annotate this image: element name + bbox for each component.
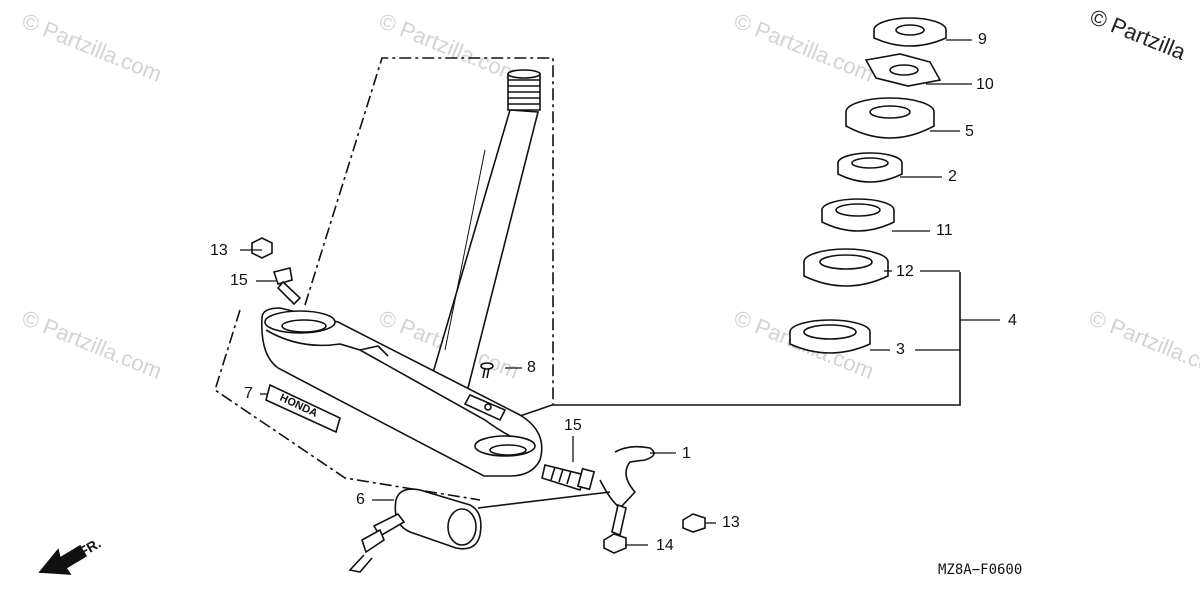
- callout-15-upper: 15: [230, 272, 248, 289]
- callout-leaders: [240, 39, 1000, 546]
- callout-7: 7: [244, 385, 253, 402]
- callout-1: 1: [682, 445, 691, 462]
- callout-13-upper: 13: [210, 242, 228, 259]
- diagram-code: MZ8A−F0600: [938, 562, 1023, 578]
- bottom-bridge: [261, 307, 543, 477]
- lock-washer-10: [864, 53, 942, 87]
- callout-2: 2: [948, 168, 957, 185]
- callout-11: 11: [936, 222, 953, 239]
- leader-bearing-group: [519, 272, 961, 417]
- bearing-12: [803, 248, 889, 287]
- callout-13-lower: 13: [722, 514, 740, 531]
- callout-12: 12: [896, 263, 914, 280]
- clip-1: [599, 445, 655, 510]
- bearing-11: [821, 198, 895, 232]
- nut-13-upper: [251, 237, 273, 259]
- bolt-15-upper: [272, 267, 302, 306]
- bolt-15-lower: [541, 464, 596, 491]
- steering-stem: [428, 69, 541, 389]
- honda-emblem-part: [265, 383, 341, 434]
- screw-8: [480, 362, 494, 379]
- leader-clip: [477, 491, 611, 509]
- race-3: [789, 319, 871, 354]
- ignition-bracket-6: [348, 488, 482, 573]
- callout-8: 8: [527, 359, 536, 376]
- callout-15-lower: 15: [564, 417, 582, 434]
- callout-3: 3: [896, 341, 905, 358]
- dust-seal-2: [837, 152, 903, 183]
- callout-14: 14: [656, 537, 674, 554]
- callout-10: 10: [976, 76, 994, 93]
- bolt-14: [603, 503, 627, 554]
- adjusting-nut-5: [845, 97, 935, 139]
- front-arrow: [38, 544, 88, 575]
- lock-nut-9: [873, 17, 947, 47]
- callout-5: 5: [965, 123, 974, 140]
- callout-9: 9: [978, 31, 987, 48]
- callout-6: 6: [356, 491, 365, 508]
- leader-stem-top: [304, 57, 554, 405]
- nut-13-lower: [682, 513, 706, 533]
- callout-4: 4: [1008, 312, 1017, 329]
